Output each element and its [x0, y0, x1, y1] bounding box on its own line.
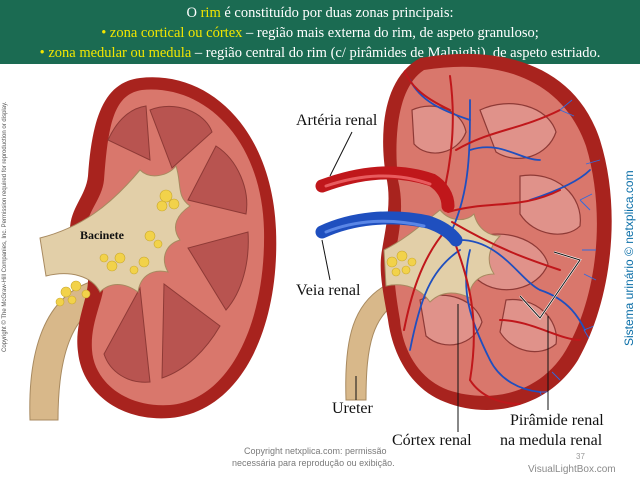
left-renal-pelvis — [39, 164, 191, 293]
highlight-cortex: • zona cortical ou córtex — [101, 25, 243, 41]
label-arteria-renal: Artéria renal — [296, 112, 378, 129]
copyright-line-1: Copyright netxplica.com: permissão — [244, 446, 387, 456]
right-veins — [409, 79, 591, 393]
right-kidney — [315, 53, 612, 410]
banner-line-1: O rim é constituído por duas zonas princ… — [186, 5, 454, 21]
vertical-copyright: Copyright © The McGraw-Hill Companies, I… — [2, 101, 8, 352]
label-piramide-renal: Pirâmide renal — [510, 412, 604, 429]
right-fat — [386, 250, 417, 277]
side-credit: Sistema urinário © netxplica.com — [622, 170, 636, 346]
label-veia-renal: Veia renal — [296, 282, 361, 299]
left-renal-pyramids — [103, 105, 249, 383]
artery-highlight — [324, 174, 432, 188]
label-ureter: Ureter — [332, 400, 373, 417]
left-fat — [55, 189, 180, 307]
renal-vein — [315, 211, 463, 247]
left-kidney — [29, 77, 277, 421]
page-number: 37 — [576, 452, 585, 461]
highlight-rim: rim — [200, 5, 221, 21]
watermark: VisualLightBox.com — [528, 464, 616, 475]
vein-highlight — [324, 219, 426, 234]
label-bacinete: Bacinete — [80, 228, 124, 242]
label-cortex-renal: Córtex renal — [392, 432, 472, 449]
title-banner: O rim é constituído por duas zonas princ… — [0, 0, 640, 64]
renal-artery — [315, 166, 455, 213]
highlight-medula: • zona medular ou medula — [39, 45, 192, 61]
leader-lines — [321, 131, 549, 432]
label-medula-renal: na medula renal — [500, 432, 603, 449]
banner-line-2: • zona cortical ou córtex – região mais … — [101, 25, 539, 41]
copyright-line-2: necessária para reprodução ou exibição. — [232, 458, 395, 468]
